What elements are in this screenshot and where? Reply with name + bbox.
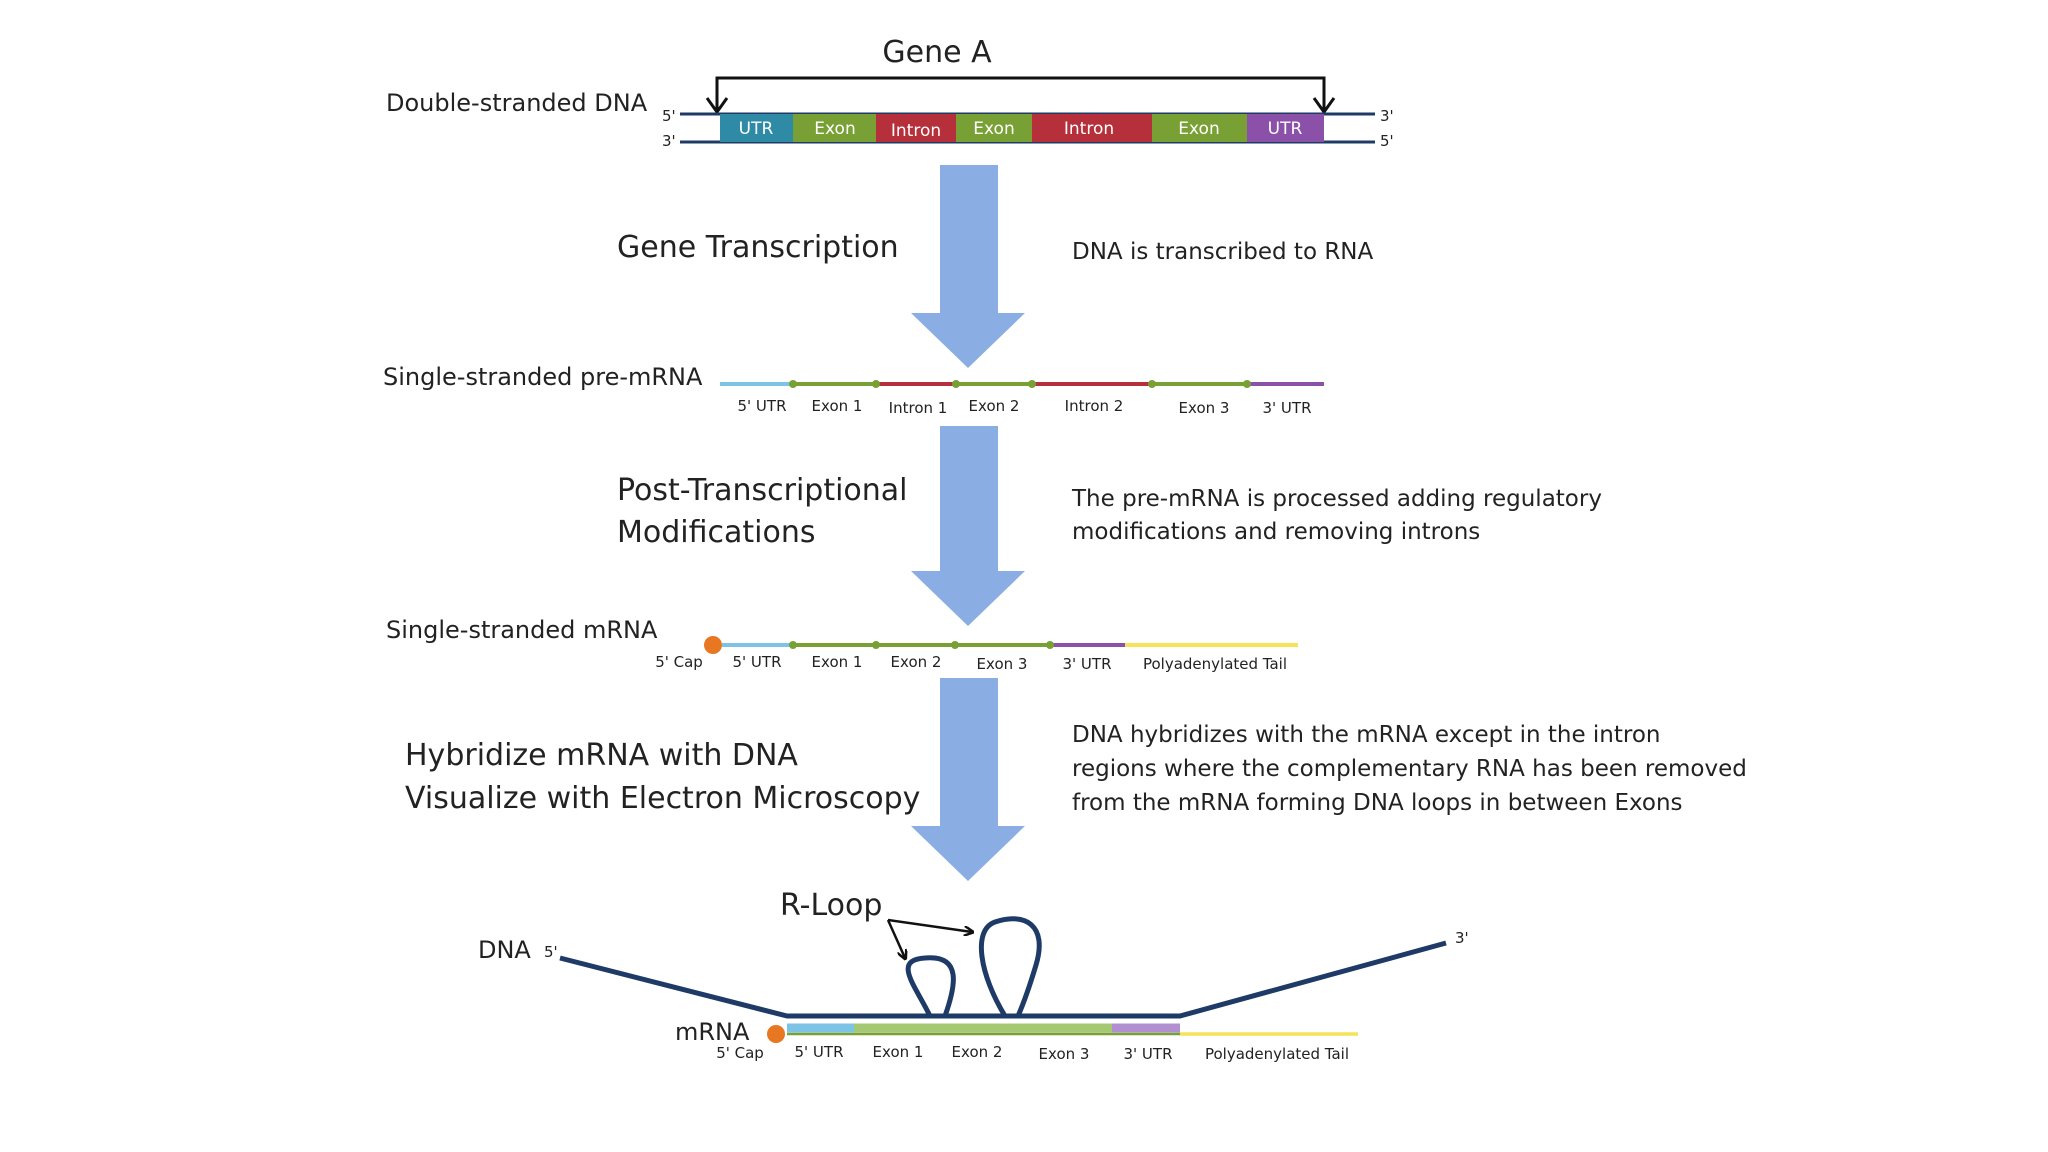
- dna-segment-utr-right: [1247, 114, 1324, 142]
- dna-bottom-right-end: 5': [1380, 132, 1394, 150]
- transcription-label: Gene Transcription: [617, 230, 899, 265]
- r-loop-pointer-1-icon: [886, 919, 905, 958]
- pre-mrna-seg-4: Exon 2: [969, 397, 1020, 415]
- pre-mrna-junctions: [789, 380, 1251, 388]
- mrna-cap-label: 5' Cap: [655, 653, 703, 671]
- dna-seg-label-5: Intron: [1064, 119, 1114, 139]
- hybrid-seg-6: Polyadenylated Tail: [1205, 1045, 1349, 1063]
- dna-seg-label-6: Exon: [1178, 119, 1219, 139]
- mrna-seg-5: 3' UTR: [1063, 655, 1112, 673]
- r-loop-large: [979, 916, 1042, 1018]
- pre-mrna-seg-3: Intron 1: [889, 399, 948, 417]
- hybrid-mrna-label: mRNA: [675, 1018, 750, 1046]
- pre-mrna-seg-7: 3' UTR: [1263, 399, 1312, 417]
- dna-top-right-end: 3': [1380, 107, 1394, 125]
- processing-note-line1: The pre-mRNA is processed adding regulat…: [1071, 486, 1602, 512]
- processing-arrow-icon: [911, 426, 1025, 626]
- dna-segment-intron-1: [876, 114, 956, 142]
- pre-mrna-seg-6: Exon 3: [1179, 399, 1230, 417]
- dna-segment-utr-left: [720, 114, 793, 142]
- mrna-seg-2: Exon 1: [812, 653, 863, 671]
- processing-note-line2: modifications and removing introns: [1072, 519, 1480, 545]
- dna-seg-label-1: UTR: [739, 119, 774, 139]
- hybridize-label-line2: Visualize with Electron Microscopy: [405, 781, 920, 816]
- hybrid-dna-5prime: 5': [544, 943, 558, 961]
- gene-title: Gene A: [882, 35, 992, 70]
- mrna-label: Single-stranded mRNA: [386, 616, 658, 644]
- hybridize-note-line2: regions where the complementary RNA has …: [1072, 756, 1747, 782]
- hybrid-seg-4: Exon 3: [1039, 1045, 1090, 1063]
- r-loop-pointer-2-icon: [887, 918, 972, 932]
- dna-seg-label-3: Intron: [891, 121, 941, 141]
- dna-seg-label-2: Exon: [814, 119, 855, 139]
- hybrid-dna-label: DNA: [478, 936, 531, 964]
- dna-segment-exon-3: [1152, 114, 1247, 142]
- processing-label-line1: Post-Transcriptional: [617, 473, 908, 508]
- dna-bottom-left-end: 3': [662, 132, 676, 150]
- mrna-seg-3: Exon 2: [891, 653, 942, 671]
- dna-seg-label-7: UTR: [1268, 119, 1303, 139]
- dna-segment-exon-2: [956, 114, 1032, 142]
- pre-mrna-seg-2: Exon 1: [812, 397, 863, 415]
- dna-seg-label-4: Exon: [973, 119, 1014, 139]
- r-loop-label: R-Loop: [780, 888, 882, 923]
- dna-segment-intron-2: [1032, 114, 1152, 142]
- hybrid-dna-3prime: 3': [1455, 929, 1469, 947]
- mrna-seg-4: Exon 3: [977, 655, 1028, 673]
- transcription-note: DNA is transcribed to RNA: [1072, 239, 1374, 265]
- processing-label-line2: Modifications: [617, 515, 816, 550]
- hybrid-dna-strand: [559, 940, 1447, 1019]
- pre-mrna-seg-1: 5' UTR: [738, 397, 787, 415]
- hybrid-seg-3: Exon 2: [952, 1043, 1003, 1061]
- mrna-cap-icon: [704, 636, 722, 654]
- hybrid-seg-2: Exon 1: [873, 1043, 924, 1061]
- hybrid-seg-1: 5' UTR: [795, 1043, 844, 1061]
- hybridize-note-line3: from the mRNA forming DNA loops in betwe…: [1072, 790, 1683, 816]
- hybrid-seg-5: 3' UTR: [1124, 1045, 1173, 1063]
- mrna-junctions: [789, 641, 1054, 649]
- hybridize-note-line1: DNA hybridizes with the mRNA except in t…: [1072, 722, 1661, 748]
- hybridize-label-line1: Hybridize mRNA with DNA: [405, 738, 798, 773]
- gene-end-arrow-icon: [1312, 97, 1336, 115]
- dna-segment-exon-1: [793, 114, 876, 142]
- mrna-seg-6: Polyadenylated Tail: [1143, 655, 1287, 673]
- gene-bracket: [715, 76, 1326, 112]
- mrna-seg-1: 5' UTR: [733, 653, 782, 671]
- r-loop-small: [905, 955, 956, 1018]
- dna-label: Double-stranded DNA: [386, 89, 648, 117]
- gene-start-arrow-icon: [705, 97, 729, 115]
- pre-mrna-label: Single-stranded pre-mRNA: [383, 363, 703, 391]
- transcription-arrow-icon: [911, 165, 1025, 368]
- hybridize-arrow-icon: [911, 678, 1025, 881]
- hybrid-cap-icon: [767, 1025, 785, 1043]
- pre-mrna-seg-5: Intron 2: [1065, 397, 1124, 415]
- hybrid-cap-label: 5' Cap: [716, 1044, 764, 1062]
- dna-top-left-end: 5': [662, 107, 676, 125]
